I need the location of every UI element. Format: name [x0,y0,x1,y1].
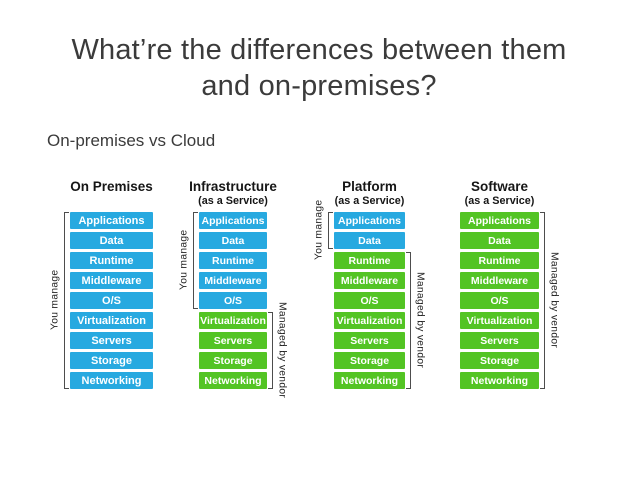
layer-box-virtualization: Virtualization [70,312,153,329]
layer-box-middleware: Middleware [70,272,153,289]
you-manage-label: You manage [178,229,190,291]
vendor-label: Managed by vendor [276,301,288,399]
layer-box-middleware: Middleware [334,272,405,289]
layer-stack: Applications Data Runtime Middleware O/S… [334,212,405,392]
layer-box-runtime: Runtime [334,252,405,269]
column-title: Software [470,179,528,194]
layer-box-storage: Storage [334,352,405,369]
layer-box-applications: Applications [334,212,405,229]
layer-box-os: O/S [199,292,267,309]
layer-box-storage: Storage [460,352,539,369]
vendor-gutter: Managed by vendor [405,212,435,392]
layer-box-storage: Storage [70,352,153,369]
you-manage-gutter [430,212,460,392]
layer-box-servers: Servers [334,332,405,349]
layer-box-os: O/S [70,292,153,309]
you-manage-bracket [193,212,198,309]
layer-box-servers: Servers [70,332,153,349]
layer-box-servers: Servers [460,332,539,349]
layer-box-data: Data [70,232,153,249]
cloud-stack-diagram: On Premises You manage Applications Data… [0,179,638,419]
column-on-premises: On Premises You manage Applications Data… [40,179,183,392]
slide-title-line1: What’re the differences between them [71,34,567,66]
vendor-bracket [540,212,545,389]
layer-box-virtualization: Virtualization [199,312,267,329]
column-title: Infrastructure [189,179,277,194]
layer-box-os: O/S [460,292,539,309]
you-manage-bracket [328,212,333,249]
stack-wrap: You manage Applications Data Runtime Mid… [40,212,183,392]
slide-title-line2: and on-premises? [201,69,437,102]
layer-box-middleware: Middleware [199,272,267,289]
vendor-bracket [406,252,411,389]
column-title: On Premises [70,179,153,194]
layer-stack: Applications Data Runtime Middleware O/S… [199,212,267,392]
layer-box-middleware: Middleware [460,272,539,289]
layer-box-networking: Networking [460,372,539,389]
layer-box-applications: Applications [460,212,539,229]
layer-stack: Applications Data Runtime Middleware O/S… [460,212,539,392]
layer-box-virtualization: Virtualization [460,312,539,329]
stack-wrap: Applications Data Runtime Middleware O/S… [430,212,569,392]
stack-wrap: You manage Applications Data Runtime Mid… [169,212,297,398]
column-subtitle: (as a Service) [464,195,535,207]
stack-wrap: You manage Applications Data Runtime Mid… [304,200,435,392]
you-manage-gutter: You manage [169,212,199,392]
you-manage-gutter: You manage [40,212,70,392]
slide-subtitle: On-premises vs Cloud [47,131,216,150]
vendor-label: Managed by vendor [548,251,560,349]
column-software: Software (as a Service) Applications Dat… [430,179,569,392]
vendor-gutter: Managed by vendor [267,212,297,398]
vendor-label: Managed by vendor [414,271,426,369]
slide-title: What’re the differences between them and… [0,33,638,105]
column-title: Platform [342,179,397,194]
column-header: Infrastructure (as a Service) [169,179,297,212]
layer-box-data: Data [199,232,267,249]
layer-box-servers: Servers [199,332,267,349]
layer-box-data: Data [334,232,405,249]
layer-box-virtualization: Virtualization [334,312,405,329]
layer-stack: Applications Data Runtime Middleware O/S… [70,212,153,392]
you-manage-bracket [64,212,69,389]
layer-box-networking: Networking [70,372,153,389]
column-subtitle: (as a Service) [334,195,405,207]
you-manage-gutter: You manage [304,200,334,392]
layer-box-runtime: Runtime [199,252,267,269]
layer-box-applications: Applications [199,212,267,229]
layer-box-storage: Storage [199,352,267,369]
vendor-gutter: Managed by vendor [539,212,569,392]
column-header: On Premises [40,179,183,212]
column-header: Software (as a Service) [430,179,569,212]
vendor-bracket [268,312,273,389]
layer-box-os: O/S [334,292,405,309]
you-manage-label: You manage [49,269,61,331]
layer-box-networking: Networking [334,372,405,389]
column-platform: Platform (as a Service) You manage Appli… [304,179,435,392]
column-header: Platform (as a Service) [304,179,435,212]
layer-box-runtime: Runtime [460,252,539,269]
you-manage-label: You manage [313,199,325,261]
layer-box-applications: Applications [70,212,153,229]
column-subtitle: (as a Service) [198,195,268,207]
layer-box-networking: Networking [199,372,267,389]
layer-box-data: Data [460,232,539,249]
layer-box-runtime: Runtime [70,252,153,269]
column-infrastructure: Infrastructure (as a Service) You manage… [169,179,297,398]
